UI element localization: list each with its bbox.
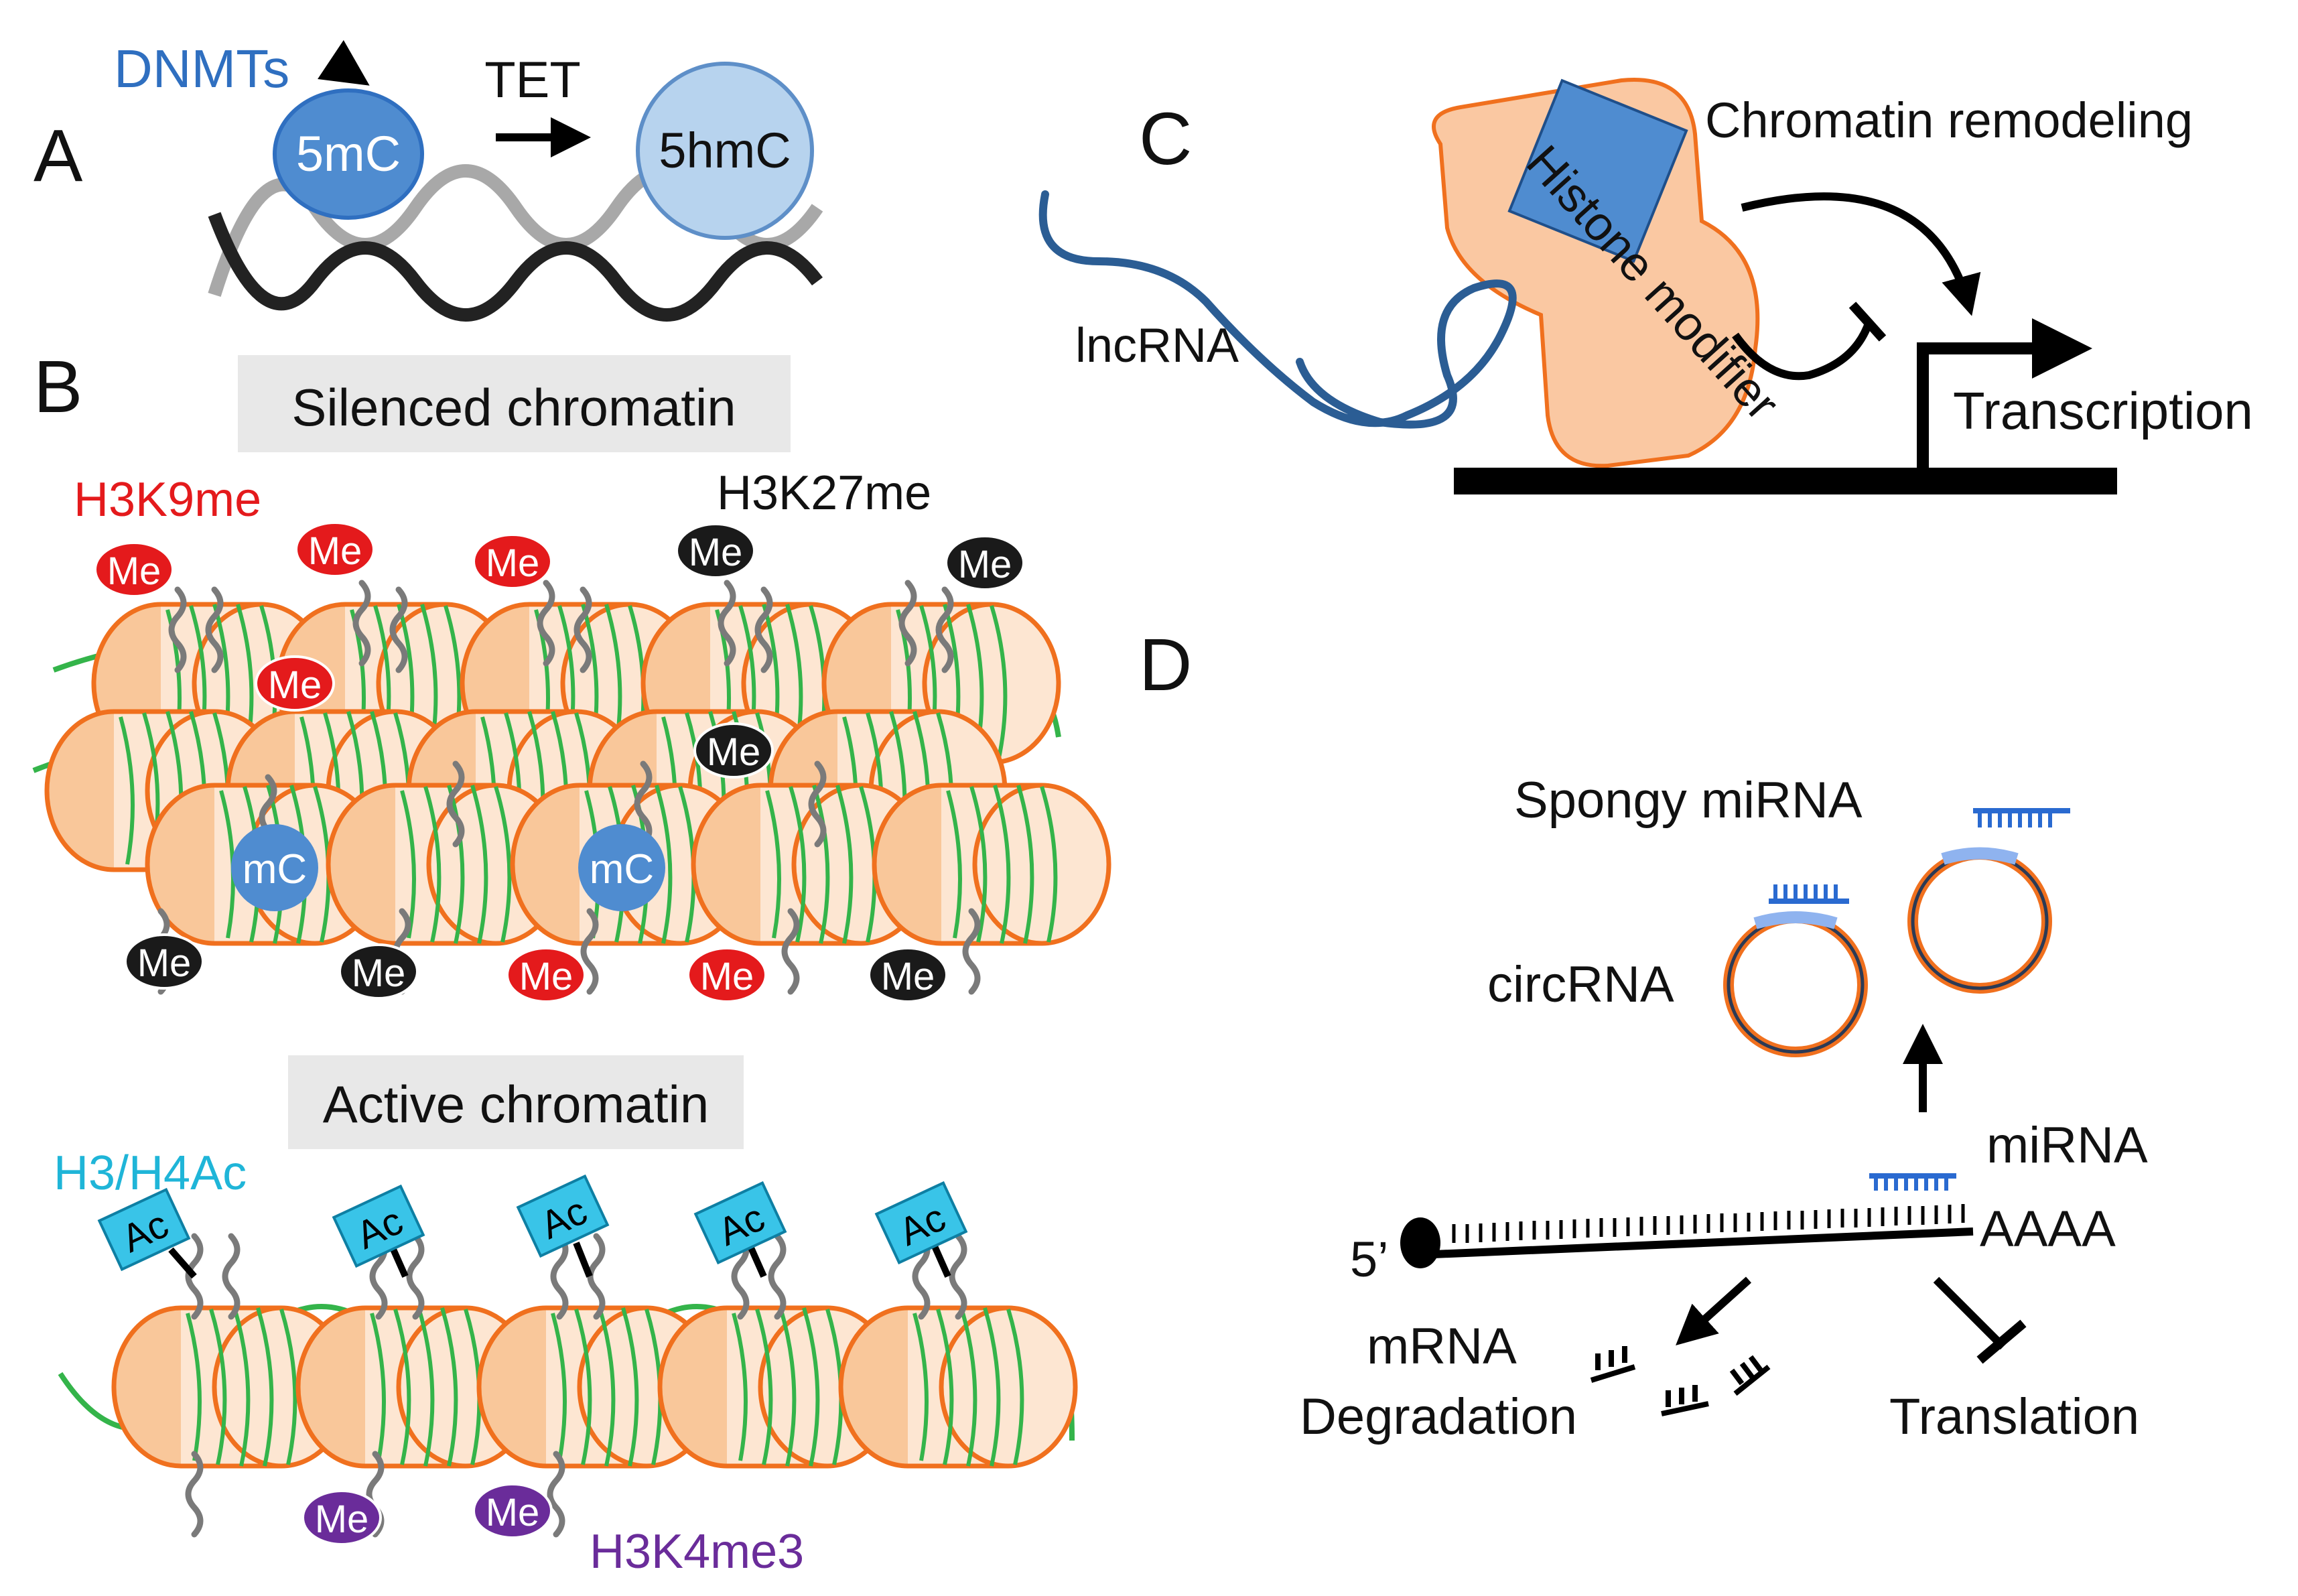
circrna-ring: [1723, 884, 1868, 1057]
me-mark-red: Me: [94, 541, 174, 598]
me-mark-black: Me: [675, 523, 756, 579]
chromatin-remodeling-label: Chromatin remodeling: [1705, 92, 2193, 148]
me-mark-red: Me: [255, 655, 335, 712]
lncrna-label: lncRNA: [1075, 319, 1239, 373]
mrna-strand: [1400, 1173, 1974, 1268]
me-mark-black: Me: [693, 722, 774, 779]
mirna-label: miRNA: [1986, 1117, 2148, 1174]
circrna-ring: [1907, 808, 2070, 994]
svg-text:Me: Me: [707, 730, 761, 774]
five-hmc-label: 5hmC: [659, 123, 791, 178]
svg-text:Me: Me: [689, 531, 743, 574]
svg-text:Me: Me: [881, 955, 935, 998]
panel-d-letter: D: [1139, 624, 1192, 706]
histone-modifier-cofactor: [1507, 78, 1688, 263]
circrna-label: circRNA: [1487, 956, 1674, 1013]
remodeling-arrow: [1741, 192, 1981, 316]
translation-label: Translation: [1889, 1388, 2139, 1445]
svg-text:Me: Me: [700, 955, 754, 998]
degradation-label: Degradation: [1300, 1388, 1577, 1445]
translation-inhibition-line: [1933, 1276, 2007, 1350]
svg-text:Me: Me: [486, 541, 540, 585]
panel-b-letter: B: [33, 346, 82, 428]
panel-a: A DNMTs 5mC TET 5hmC: [33, 39, 823, 322]
five-mc-label: 5mC: [296, 126, 401, 182]
active-title-box: [288, 1055, 744, 1149]
me-mark-purple: Me: [301, 1489, 382, 1546]
five-hmc-circle: [636, 62, 814, 240]
ac-mark: Ac: [693, 1181, 787, 1278]
spongy-mirna-label: Spongy miRNA: [1514, 772, 1863, 829]
svg-text:Me: Me: [486, 1491, 540, 1534]
panel-a-letter: A: [33, 115, 83, 197]
panel-c-letter: C: [1139, 98, 1192, 180]
poly-a-label: AAAA: [1980, 1201, 2116, 1258]
tet-label: TET: [484, 52, 581, 109]
svg-text:mC: mC: [243, 846, 307, 892]
mc-mark: mC: [231, 824, 318, 911]
me-mark-red: Me: [687, 947, 767, 1003]
me-mark-purple: Me: [472, 1483, 553, 1539]
me-mark-black: Me: [868, 947, 948, 1003]
inhibition-arrow: [1732, 320, 1873, 381]
me-mark-black: Me: [338, 943, 419, 1000]
svg-text:Me: Me: [958, 543, 1012, 586]
silenced-title-box: [238, 355, 791, 452]
me-mark-black: Me: [945, 535, 1025, 591]
h3k9me-label: H3K9me: [74, 473, 261, 527]
nucleosome: [874, 785, 1109, 943]
five-prime-label: 5’: [1350, 1232, 1389, 1287]
transcription-start-arrow: [1917, 318, 2092, 469]
mc-mark: mC: [578, 824, 665, 911]
me-mark-black: Me: [124, 933, 204, 990]
svg-text:Me: Me: [352, 951, 406, 995]
active-chromatin-fiber: [58, 1236, 1075, 1534]
inhibition-bar: [1848, 302, 1887, 342]
h3h4ac-label: H3/H4Ac: [54, 1146, 247, 1200]
five-mc-circle: [273, 88, 424, 220]
dnmt-arrow: [317, 40, 370, 86]
active-title: Active chromatin: [323, 1075, 709, 1134]
lncrna-strand: [1038, 190, 1517, 429]
svg-text:mC: mC: [590, 846, 654, 892]
me-mark-red: Me: [295, 521, 375, 578]
silenced-chromatin-fiber: [32, 583, 1109, 992]
svg-text:Me: Me: [519, 955, 573, 998]
svg-text:Me: Me: [315, 1498, 369, 1541]
h3k4me3-label: H3K4me3: [590, 1525, 804, 1579]
svg-text:Me: Me: [137, 941, 192, 985]
nucleosome: [841, 1308, 1075, 1466]
silenced-title: Silenced chromatin: [291, 378, 736, 437]
translation-inhibition-bar: [1976, 1319, 2027, 1364]
degradation-arrow: [1676, 1276, 1752, 1346]
svg-text:Me: Me: [308, 529, 362, 573]
me-mark-red: Me: [472, 533, 553, 590]
mrna-label: mRNA: [1367, 1318, 1517, 1375]
h3k27me-label: H3K27me: [717, 466, 931, 520]
panel-b: B Silenced chromatin H3K9me H3K27me: [32, 346, 1109, 1579]
ac-mark: Ac: [97, 1187, 197, 1279]
panel-d: D Spongy miRNA circRNA miRNA 5’ AAAA: [1139, 624, 2148, 1445]
dnmts-label: DNMTs: [114, 39, 289, 98]
mrna-fragments: [1590, 1346, 1771, 1416]
svg-text:Me: Me: [107, 549, 161, 593]
panel-c: C Chromatin remodeling Histone modifier …: [1038, 78, 2253, 494]
svg-text:Me: Me: [268, 663, 322, 707]
transcription-label: Transcription: [1953, 381, 2253, 440]
me-mark-red: Me: [506, 947, 586, 1003]
